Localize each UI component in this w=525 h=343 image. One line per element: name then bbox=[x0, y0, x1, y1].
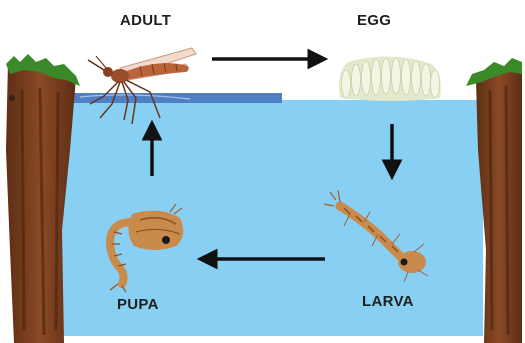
adult-label: ADULT bbox=[120, 12, 171, 29]
egg-raft-icon bbox=[339, 56, 441, 101]
water-surface bbox=[58, 93, 282, 103]
pupa-label: PUPA bbox=[117, 296, 159, 313]
larva-label: LARVA bbox=[362, 293, 414, 310]
egg-label: EGG bbox=[357, 12, 391, 29]
